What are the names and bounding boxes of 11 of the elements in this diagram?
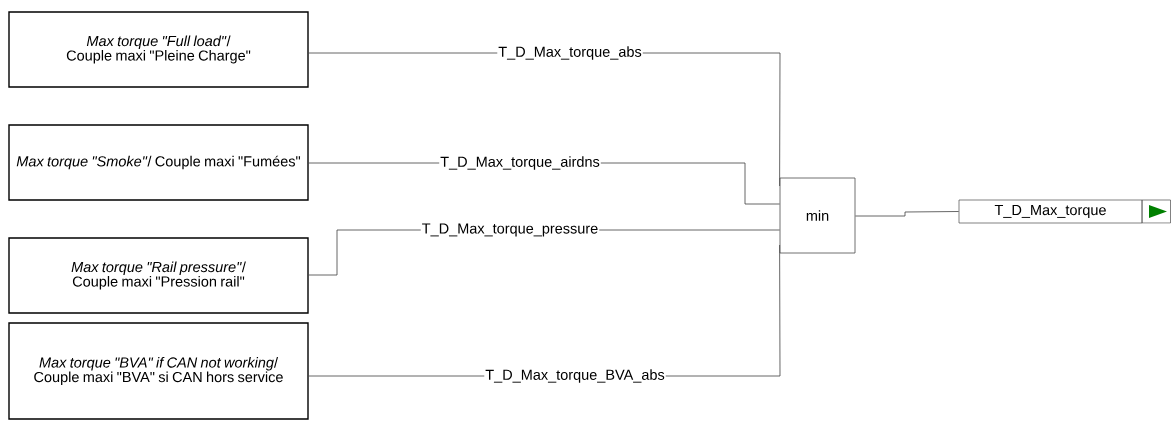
edge-label: T_D_Max_torque_BVA_abs xyxy=(484,368,666,384)
edge-label: T_D_Max_torque_abs xyxy=(497,45,643,61)
input-box: Max torque "Full load"/ Couple maxi "Pleine Charge" xyxy=(8,11,309,88)
edge-label: T_D_Max_torque_airdns xyxy=(439,155,601,171)
input-box: Max torque "Rail pressure"/ Couple maxi "Pression rail" xyxy=(8,237,309,314)
output-port: T_D_Max_torque xyxy=(958,199,1171,224)
input-box: Max torque "BVA" if CAN not working/ Couple maxi "BVA" si CAN hors service xyxy=(8,322,309,420)
connector xyxy=(855,211,960,217)
edge-label: T_D_Max_torque_pressure xyxy=(420,222,600,238)
input-box: Max torque "Smoke"/ Couple maxi "Fumées" xyxy=(8,124,309,201)
function-block: min xyxy=(779,177,856,254)
